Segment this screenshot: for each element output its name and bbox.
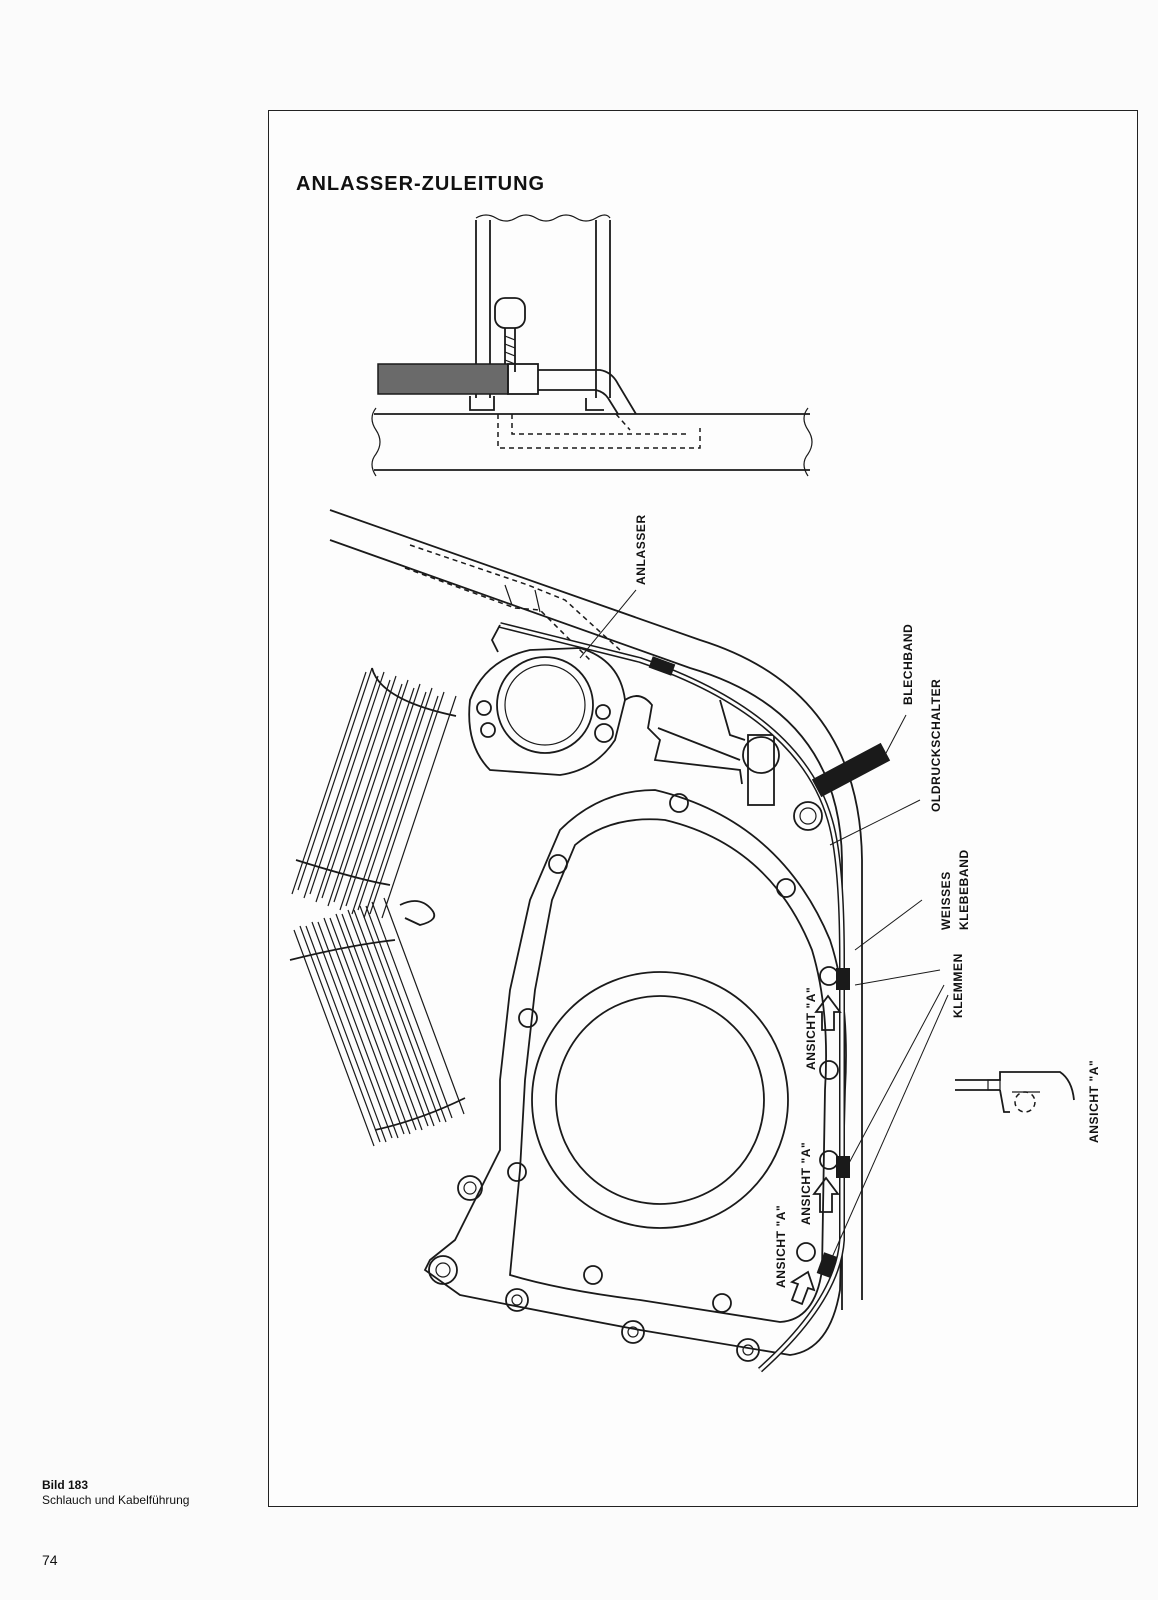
label-ansicht-a-detail: ANSICHT "A" [1087, 1060, 1101, 1143]
label-oldruckschalter: OLDRUCKSCHALTER [929, 679, 943, 812]
view-arrows [789, 994, 842, 1306]
figure-caption: Schlauch und Kabelführung [42, 1493, 190, 1507]
label-klebeband: KLEBEBAND [957, 849, 971, 930]
frame-tube [329, 509, 863, 1310]
figure-frame [268, 110, 1138, 1507]
engine-cover-outline [423, 789, 847, 1356]
diagram-title: ANLASSER-ZULEITUNG [296, 173, 545, 195]
inset-switch-bolt [494, 297, 526, 372]
ansicht-a-detail [955, 1071, 1075, 1113]
metal-band [648, 656, 891, 798]
label-ansicht-a-3: ANSICHT "A" [774, 1205, 788, 1288]
inset-hidden-route [497, 413, 701, 449]
label-ansicht-a-2: ANSICHT "A" [799, 1142, 813, 1225]
label-ansicht-a-1: ANSICHT "A" [804, 987, 818, 1070]
figure-number: Bild 183 [42, 1478, 89, 1492]
label-klemmen: KLEMMEN [951, 953, 965, 1018]
oil-pressure-switch [719, 699, 823, 831]
label-blechband: BLECHBAND [901, 624, 915, 705]
radiator-fins [289, 667, 466, 1147]
leader-lines [579, 589, 949, 1263]
clutch-cover [531, 971, 789, 1229]
label-anlasser: ANLASSER [634, 514, 648, 585]
starter-cable [490, 622, 845, 1373]
label-weisses: WEISSES [939, 871, 953, 930]
page-number: 74 [42, 1552, 58, 1568]
cover-bolts [428, 793, 839, 1362]
inset-cable-sleeve [377, 363, 637, 415]
cable-clamps [796, 966, 850, 1278]
starter-motor [468, 647, 743, 785]
inset-frame-rail [371, 407, 813, 477]
